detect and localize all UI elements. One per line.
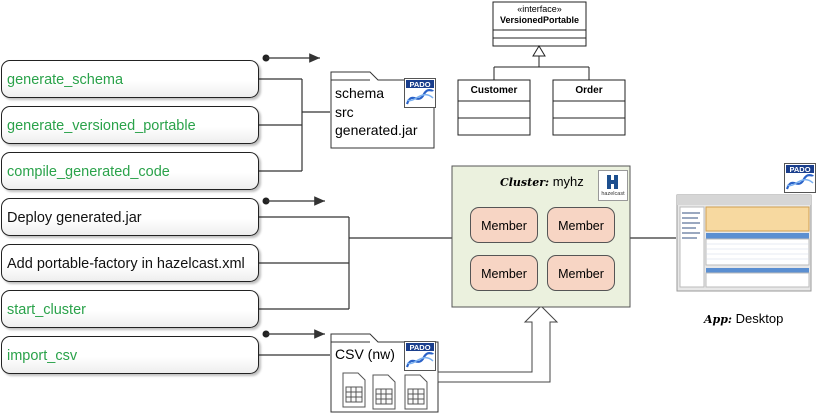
pado-logo-icon: PADO bbox=[404, 78, 436, 108]
uml-class-customer: Customer bbox=[470, 85, 518, 96]
csv-folder-label: CSV (nw) bbox=[335, 346, 395, 362]
cluster-member[interactable]: Member bbox=[547, 207, 615, 243]
compile-generated-code-button[interactable]: compile_generated_code bbox=[1, 152, 259, 190]
hazelcast-logo-text: hazelcast bbox=[601, 191, 625, 197]
generate-schema-button[interactable]: generate_schema bbox=[1, 60, 259, 98]
output-folder-contents: schema src generated.jar bbox=[335, 84, 418, 140]
app-name: Desktop bbox=[735, 311, 784, 326]
cluster-member[interactable]: Member bbox=[470, 207, 538, 243]
desktop-app-thumbnail bbox=[676, 194, 812, 292]
deploy-generated-jar-step[interactable]: Deploy generated.jar bbox=[1, 198, 259, 236]
csv-file-icons bbox=[342, 372, 428, 410]
sequence-marker-2 bbox=[262, 196, 325, 206]
cluster-member[interactable]: Member bbox=[470, 255, 538, 291]
cluster-title: Cluster: myhz bbox=[500, 174, 584, 189]
import-csv-button[interactable]: import_csv bbox=[1, 336, 259, 374]
uml-diagram bbox=[457, 1, 626, 136]
cluster-member[interactable]: Member bbox=[547, 255, 615, 291]
pado-badge-text: PADO bbox=[409, 80, 430, 89]
sequence-marker-1 bbox=[262, 53, 320, 63]
pado-badge-text: PADO bbox=[409, 343, 430, 352]
output-item-generated-jar: generated.jar bbox=[335, 122, 418, 138]
output-item-schema: schema bbox=[335, 85, 385, 101]
app-title: App: Desktop bbox=[704, 311, 783, 326]
generate-versioned-portable-button[interactable]: generate_versioned_portable bbox=[1, 106, 259, 144]
uml-class-order: Order bbox=[575, 85, 603, 96]
add-portable-factory-step[interactable]: Add portable-factory in hazelcast.xml bbox=[1, 244, 259, 282]
pado-logo-icon: PADO bbox=[784, 163, 816, 193]
pado-badge-text: PADO bbox=[789, 165, 810, 174]
sequence-marker-3 bbox=[262, 329, 325, 339]
uml-interface-name: VersionedPortable bbox=[499, 15, 580, 25]
pado-logo-icon: PADO bbox=[404, 341, 436, 371]
app-label-prefix: App: bbox=[704, 313, 732, 326]
uml-stereotype: «interface» bbox=[517, 4, 562, 14]
start-cluster-button[interactable]: start_cluster bbox=[1, 290, 259, 328]
cluster-name: myhz bbox=[552, 174, 584, 189]
output-item-src: src bbox=[335, 103, 354, 120]
import-arrow bbox=[437, 305, 559, 383]
hazelcast-logo-icon: hazelcast bbox=[598, 170, 628, 201]
cluster-label-prefix: Cluster: bbox=[500, 176, 550, 189]
bracket-group-2 bbox=[259, 216, 452, 310]
bracket-group-1 bbox=[259, 78, 330, 172]
